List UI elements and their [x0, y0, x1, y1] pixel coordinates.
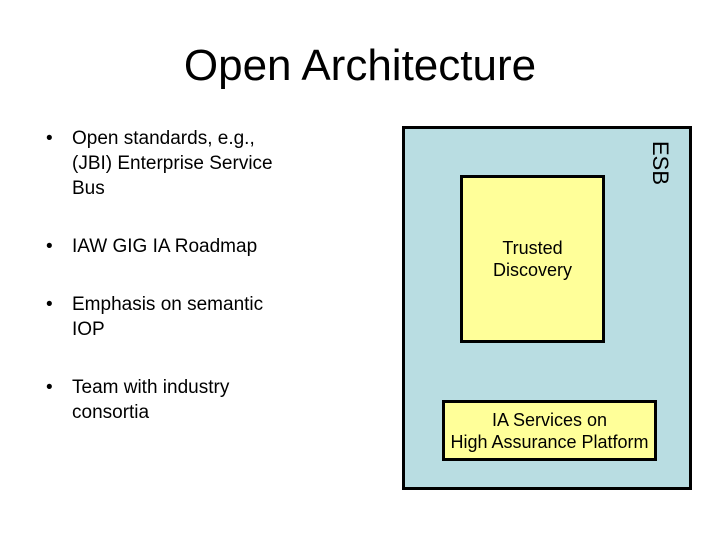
bullet-icon: •: [46, 128, 53, 149]
bullet-icon: •: [46, 236, 53, 257]
list-item: • Emphasis on semantic IOP: [46, 292, 306, 342]
list-item: • IAW GIG IA Roadmap: [46, 234, 306, 259]
bullet-text: Emphasis on semantic IOP: [72, 294, 264, 340]
ia-services-box: IA Services on High Assurance Platform: [442, 400, 657, 461]
ia-services-label-line: IA Services on: [491, 409, 608, 430]
bullet-icon: •: [46, 294, 53, 315]
bullet-list: • Open standards, e.g., (JBI) Enterprise…: [46, 126, 306, 458]
bullet-icon: •: [46, 377, 53, 398]
bullet-text: Open standards, e.g., (JBI) Enterprise S…: [72, 128, 273, 199]
trusted-discovery-label-line: Discovery: [492, 260, 572, 280]
bullet-text: IAW GIG IA Roadmap: [72, 236, 258, 257]
list-item: • Open standards, e.g., (JBI) Enterprise…: [46, 126, 306, 201]
esb-label: ESB: [648, 140, 673, 186]
list-item: • Team with industry consortia: [46, 375, 306, 425]
trusted-discovery-box: Trusted Discovery: [460, 175, 605, 343]
bullet-text: Team with industry consortia: [72, 377, 230, 423]
trusted-discovery-label-line: Trusted: [502, 238, 563, 258]
ia-services-label-line: High Assurance Platform: [450, 431, 649, 452]
page-title: Open Architecture: [183, 41, 537, 90]
